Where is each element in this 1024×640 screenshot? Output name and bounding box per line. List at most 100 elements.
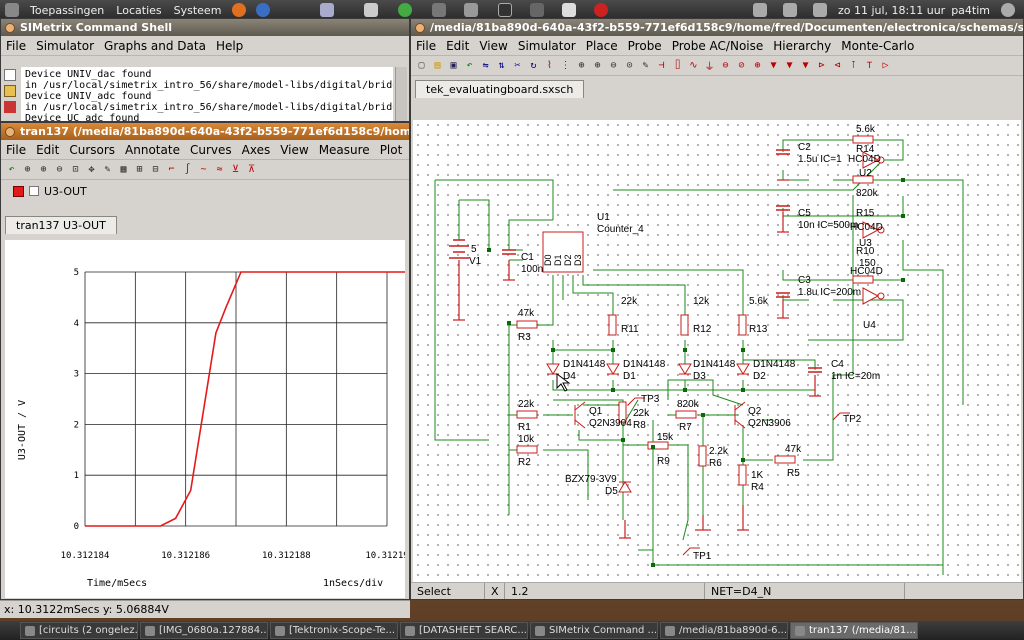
menu-file[interactable]: File (416, 38, 437, 53)
inductor-icon[interactable]: ∿ (689, 60, 698, 71)
zoom-in-icon[interactable]: ⊕ (40, 164, 47, 175)
menu-cursors[interactable]: Cursors (69, 142, 116, 157)
schematic-titlebar[interactable]: /media/81ba890d-640a-43f2-b559-771ef6d15… (411, 19, 1023, 36)
u3-out-trace[interactable] (85, 271, 409, 527)
rotate-icon[interactable]: ↻ (530, 60, 537, 71)
curve-select-checkbox[interactable] (29, 186, 39, 196)
window-menu-icon[interactable] (5, 22, 15, 33)
tab-schematic[interactable]: tek_evaluatingboard.sxsch (415, 80, 585, 98)
menu-file[interactable]: File (6, 142, 27, 157)
taskbar-item[interactable]: [DATASHEET SEARC... (400, 622, 528, 639)
axes-icon[interactable]: ⊞ (136, 164, 143, 175)
zoom-out-icon[interactable]: ⊖ (56, 164, 63, 175)
menu-view[interactable]: View (280, 142, 309, 157)
ground-icon[interactable]: ⏚ (704, 62, 715, 73)
graph-icon[interactable]: ⊟ (152, 164, 159, 175)
command-shell-titlebar[interactable]: SIMetrix Command Shell (1, 19, 409, 36)
menu-places[interactable]: Locaties (116, 3, 162, 17)
resistor-icon[interactable]: ⌷ (674, 60, 681, 71)
cut-icon[interactable]: ✂ (514, 60, 521, 71)
menu-probe-ac-noise[interactable]: Probe AC/Noise (671, 38, 764, 53)
taskbar-item[interactable]: /media/81ba890d-6... (660, 622, 788, 639)
pmos-icon[interactable]: ⊤ (866, 60, 873, 71)
pnp-icon[interactable]: ⊲ (834, 60, 841, 71)
clock[interactable]: zo 11 jul, 18:11 uur (837, 3, 946, 17)
undo-icon[interactable]: ↶ (466, 60, 473, 71)
bus-icon[interactable]: ⋮ (560, 60, 571, 71)
taskbar-item[interactable]: [IMG_0680a.127884... (140, 622, 268, 639)
volume-icon[interactable] (812, 3, 827, 17)
terminal-icon[interactable] (498, 3, 513, 17)
camera-icon[interactable] (432, 3, 447, 17)
tab-graph[interactable]: tran137 U3-OUT (5, 216, 117, 234)
drive-icon[interactable] (562, 3, 577, 17)
capacitor-icon[interactable]: ⊣ (658, 60, 665, 71)
menu-annotate[interactable]: Annotate (125, 142, 180, 157)
flip-icon[interactable]: ⇅ (498, 60, 505, 71)
menu-simulator[interactable]: Simulator (517, 38, 576, 53)
diode-icon[interactable]: ▼ (770, 60, 777, 71)
network-icon[interactable] (752, 3, 767, 17)
menu-place[interactable]: Place (585, 38, 618, 53)
menu-measure[interactable]: Measure (318, 142, 370, 157)
measure-rms-icon[interactable]: ~ (200, 164, 207, 175)
command-output[interactable]: Device UNIV_dac found in /usr/local/sime… (21, 67, 393, 121)
mail-icon[interactable] (320, 3, 335, 17)
photo-icon[interactable] (464, 3, 479, 17)
pan-icon[interactable]: ✥ (88, 164, 95, 175)
probe-icon[interactable]: ⊕ (754, 60, 761, 71)
window-menu-icon[interactable] (415, 22, 425, 33)
taskbar-item[interactable]: SIMetrix Command ... (530, 622, 658, 639)
help-icon[interactable] (256, 3, 271, 17)
menu-applications[interactable]: Toepassingen (30, 3, 105, 17)
graph-titlebar[interactable]: tran137 (/media/81ba890d-640a-43f2-b559-… (1, 123, 409, 140)
screenshot-icon[interactable] (530, 3, 545, 17)
menu-simulator[interactable]: Simulator (36, 38, 95, 53)
menu-edit[interactable]: Edit (446, 38, 470, 53)
menu-file[interactable]: File (6, 38, 27, 53)
open-folder-icon[interactable] (4, 85, 16, 97)
power-icon[interactable] (594, 3, 609, 17)
voltage-source-icon[interactable]: ⊖ (722, 60, 729, 71)
menu-curves[interactable]: Curves (189, 142, 232, 157)
curve-edit-icon[interactable]: ✎ (104, 164, 111, 175)
mail-indicator-icon[interactable] (782, 3, 797, 17)
menu-system[interactable]: Systeem (173, 3, 222, 17)
save-icon[interactable]: ▣ (450, 60, 457, 71)
firefox-icon[interactable] (232, 3, 247, 17)
open-icon[interactable]: ▤ (434, 60, 441, 71)
zoom-in-icon[interactable]: ⊕ (594, 60, 601, 71)
measure-ppk-icon[interactable]: ⊼ (247, 164, 256, 175)
new-icon[interactable]: ▢ (418, 60, 425, 71)
menu-probe[interactable]: Probe (627, 38, 662, 53)
pencil-icon[interactable]: ✎ (642, 60, 649, 71)
zoom-out-icon[interactable]: ⊖ (610, 60, 617, 71)
menu-axes[interactable]: Axes (241, 142, 271, 157)
user-name[interactable]: pa4tim (951, 3, 990, 17)
menu-plot[interactable]: Plot (379, 142, 403, 157)
menu-help[interactable]: Help (215, 38, 244, 53)
measure-rise-icon[interactable]: ∫ (184, 164, 191, 175)
mirror-icon[interactable]: ⇋ (482, 60, 489, 71)
zener-icon[interactable]: ▼ (786, 60, 793, 71)
zoom-fit-icon[interactable]: ⊕ (578, 60, 585, 71)
undo-icon[interactable]: ↶ (8, 164, 15, 175)
legend-label[interactable]: U3-OUT (44, 184, 87, 198)
taskbar-item[interactable]: [Tektronix-Scope-Te... (270, 622, 398, 639)
measure-xor-icon[interactable]: ⊻ (231, 164, 240, 175)
taskbar-item[interactable]: tran137 (/media/81... (790, 622, 918, 639)
wire-icon[interactable]: ⌇ (547, 60, 552, 71)
grid-icon[interactable]: ▦ (120, 164, 127, 175)
session-icon[interactable] (1001, 3, 1015, 17)
document-icon[interactable] (364, 3, 379, 17)
menu-edit[interactable]: Edit (36, 142, 60, 157)
npn-icon[interactable]: ⊳ (818, 60, 825, 71)
run-icon[interactable] (4, 101, 16, 113)
window-menu-icon[interactable] (5, 126, 15, 137)
chrome-icon[interactable] (398, 3, 413, 17)
nmos-icon[interactable]: ⊺ (850, 60, 857, 71)
menu-graphs-and-data[interactable]: Graphs and Data (104, 38, 206, 53)
menu-hierarchy[interactable]: Hierarchy (773, 38, 832, 53)
led-icon[interactable]: ▼ (802, 60, 809, 71)
